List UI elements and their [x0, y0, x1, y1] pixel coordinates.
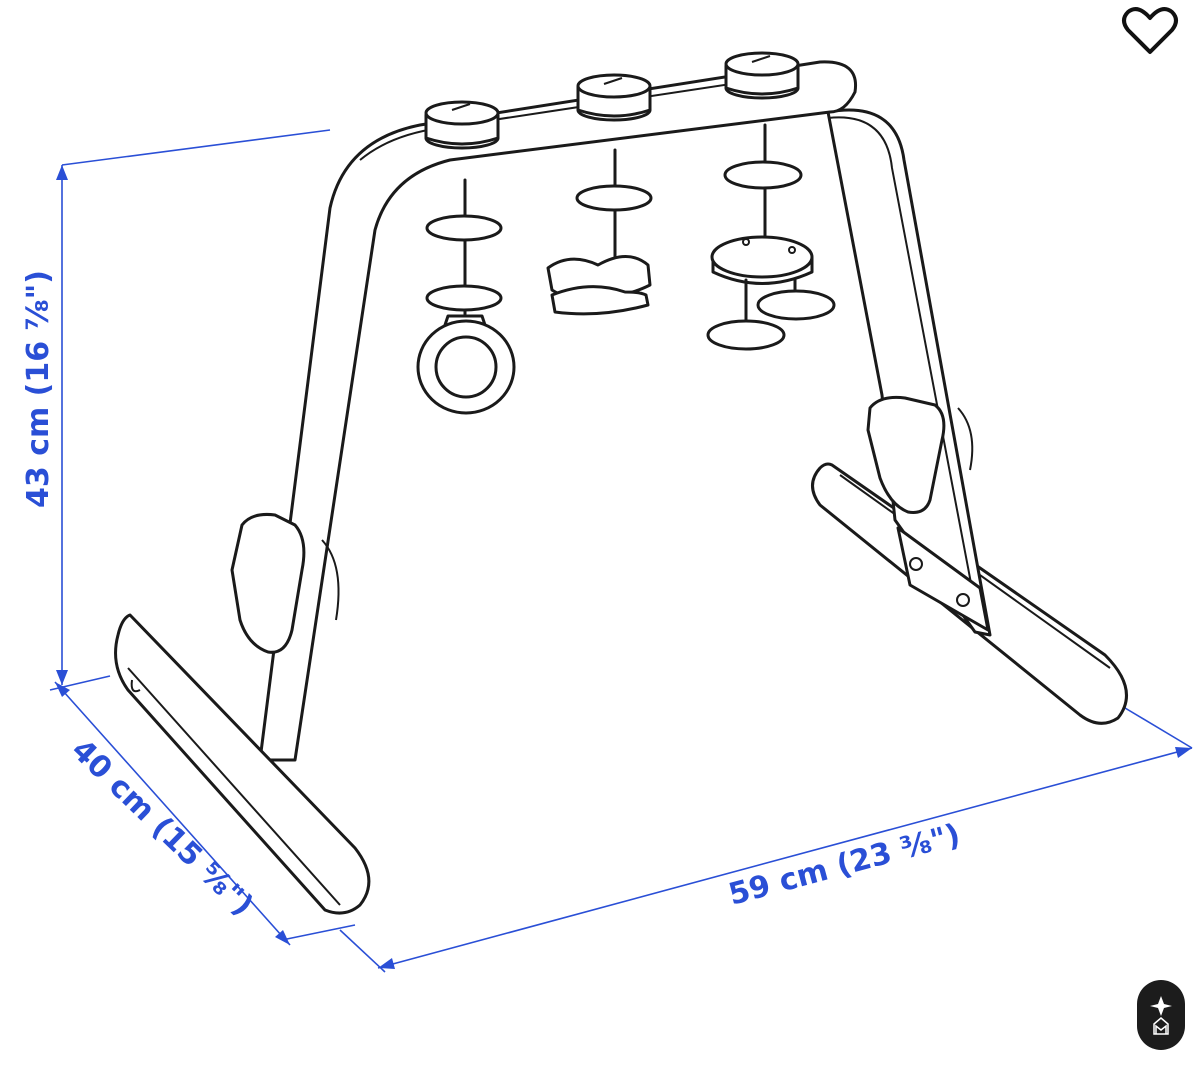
- brand-badge: [1137, 980, 1185, 1050]
- right-leg: [826, 108, 992, 637]
- dimension-lines: [49, 129, 1193, 973]
- favorite-button[interactable]: [1120, 4, 1180, 58]
- peg-middle: [576, 73, 652, 122]
- peg-left: [424, 100, 500, 150]
- left-foot: [114, 613, 371, 915]
- toy-discs: [706, 123, 836, 351]
- left-knob: [230, 513, 340, 654]
- height-label: 43 cm (16 ⅞"): [21, 270, 56, 508]
- heart-outline-icon: [1122, 7, 1178, 54]
- toy-fabric: [546, 148, 653, 316]
- top-pegs: [424, 51, 800, 150]
- toy-ring: [416, 178, 516, 415]
- peg-right: [724, 51, 800, 100]
- brand-badge-icon: [1150, 996, 1172, 1035]
